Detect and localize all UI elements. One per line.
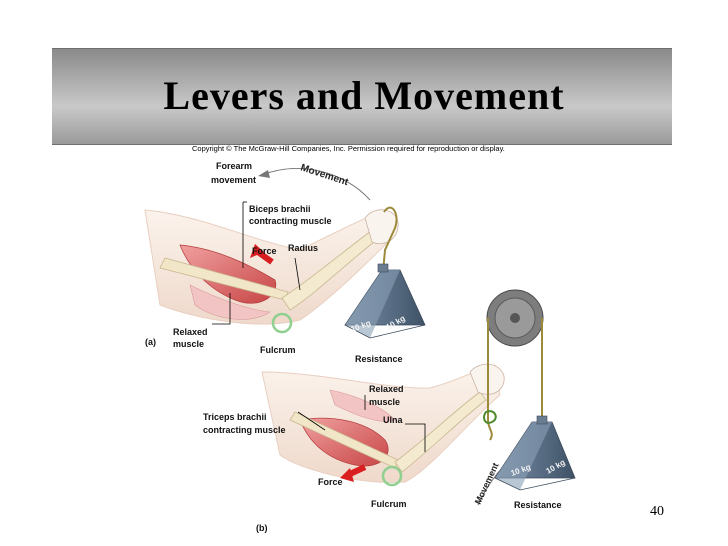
resistance-label-b: Resistance <box>514 499 562 511</box>
ulna-label: Ulna <box>383 414 403 426</box>
relaxed-muscle-b-label-line1: Relaxed <box>369 383 404 395</box>
rope-knot <box>484 411 496 423</box>
fulcrum-label-a: Fulcrum <box>260 344 296 356</box>
forearm-movement-label-line1: Forearm <box>216 160 252 172</box>
relaxed-muscle-a-label-line1: Relaxed <box>173 326 208 338</box>
biceps-label-line1: Biceps brachii <box>249 203 311 215</box>
fulcrum-label-b: Fulcrum <box>371 498 407 510</box>
panel-label-a: (a) <box>145 337 156 347</box>
force-label-b: Force <box>318 476 343 488</box>
biceps-label-line2: contracting muscle <box>249 215 332 227</box>
force-label-a: Force <box>252 245 277 257</box>
triceps-label-line1: Triceps brachii <box>203 411 267 423</box>
triceps-label-line2: contracting muscle <box>203 424 286 436</box>
resistance-label-a: Resistance <box>355 353 403 365</box>
relaxed-muscle-a-label-line2: muscle <box>173 338 204 350</box>
forearm-movement-label-line2: movement <box>211 174 256 186</box>
weight-b <box>495 416 575 490</box>
relaxed-muscle-b-label-line2: muscle <box>369 396 400 408</box>
movement-arc-label-a: Movement <box>299 162 350 188</box>
panel-label-b: (b) <box>256 523 268 533</box>
radius-label: Radius <box>288 242 318 254</box>
movement-arc-label-b: Movement <box>473 461 501 506</box>
page-number: 40 <box>650 504 664 520</box>
movement-arrow-a <box>258 170 270 178</box>
